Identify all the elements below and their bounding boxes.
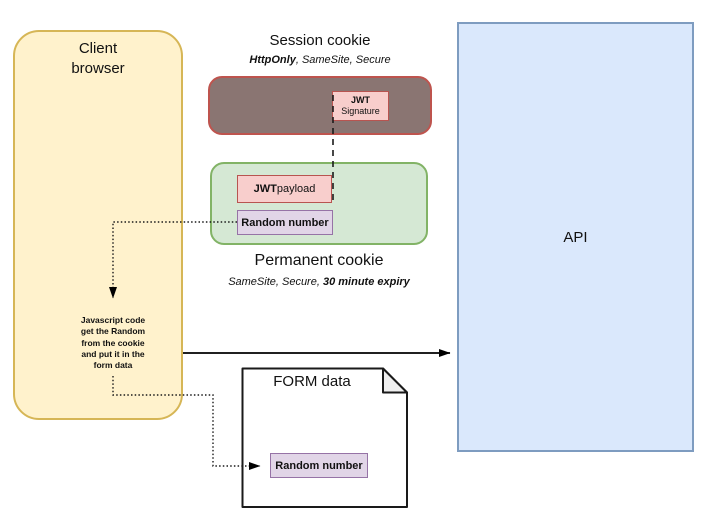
session-cookie-shape <box>208 76 432 135</box>
permanent-flag-expiry: 30 minute expiry <box>322 276 410 288</box>
javascript-note-label: Javascript code get the Random from the … <box>80 315 146 371</box>
permanent-cookie-flags: SameSite, Secure, 30 minute expiry <box>204 276 434 288</box>
jwt-signature-line2: Signature <box>341 106 380 116</box>
jwt-payload-rest: payload <box>276 183 316 195</box>
jwt-signature-line1: JWT <box>351 94 370 105</box>
session-flags-rest: , SameSite, Secure <box>295 54 391 66</box>
jwt-signature-box: JWT Signature <box>332 91 389 121</box>
random-number-cookie-box: Random number <box>237 210 333 235</box>
jwt-payload-box: JWT payload <box>237 175 332 203</box>
permanent-cookie-title: Permanent cookie <box>254 252 384 269</box>
client-browser-label: Client browser <box>71 40 125 78</box>
api-shape: API <box>457 22 694 452</box>
session-cookie-flags: HttpOnly, SameSite, Secure <box>215 54 425 66</box>
session-cookie-title: Session cookie <box>269 32 371 49</box>
form-data-title: FORM data <box>273 373 351 390</box>
api-label: API <box>563 228 588 246</box>
session-flag-httponly: HttpOnly <box>249 54 296 66</box>
form-document-fold-corner <box>382 367 408 394</box>
jwt-payload-bold: JWT <box>253 183 277 195</box>
random-number-form-box: Random number <box>270 453 368 478</box>
permanent-flags-italic: SameSite, Secure, <box>228 276 323 288</box>
